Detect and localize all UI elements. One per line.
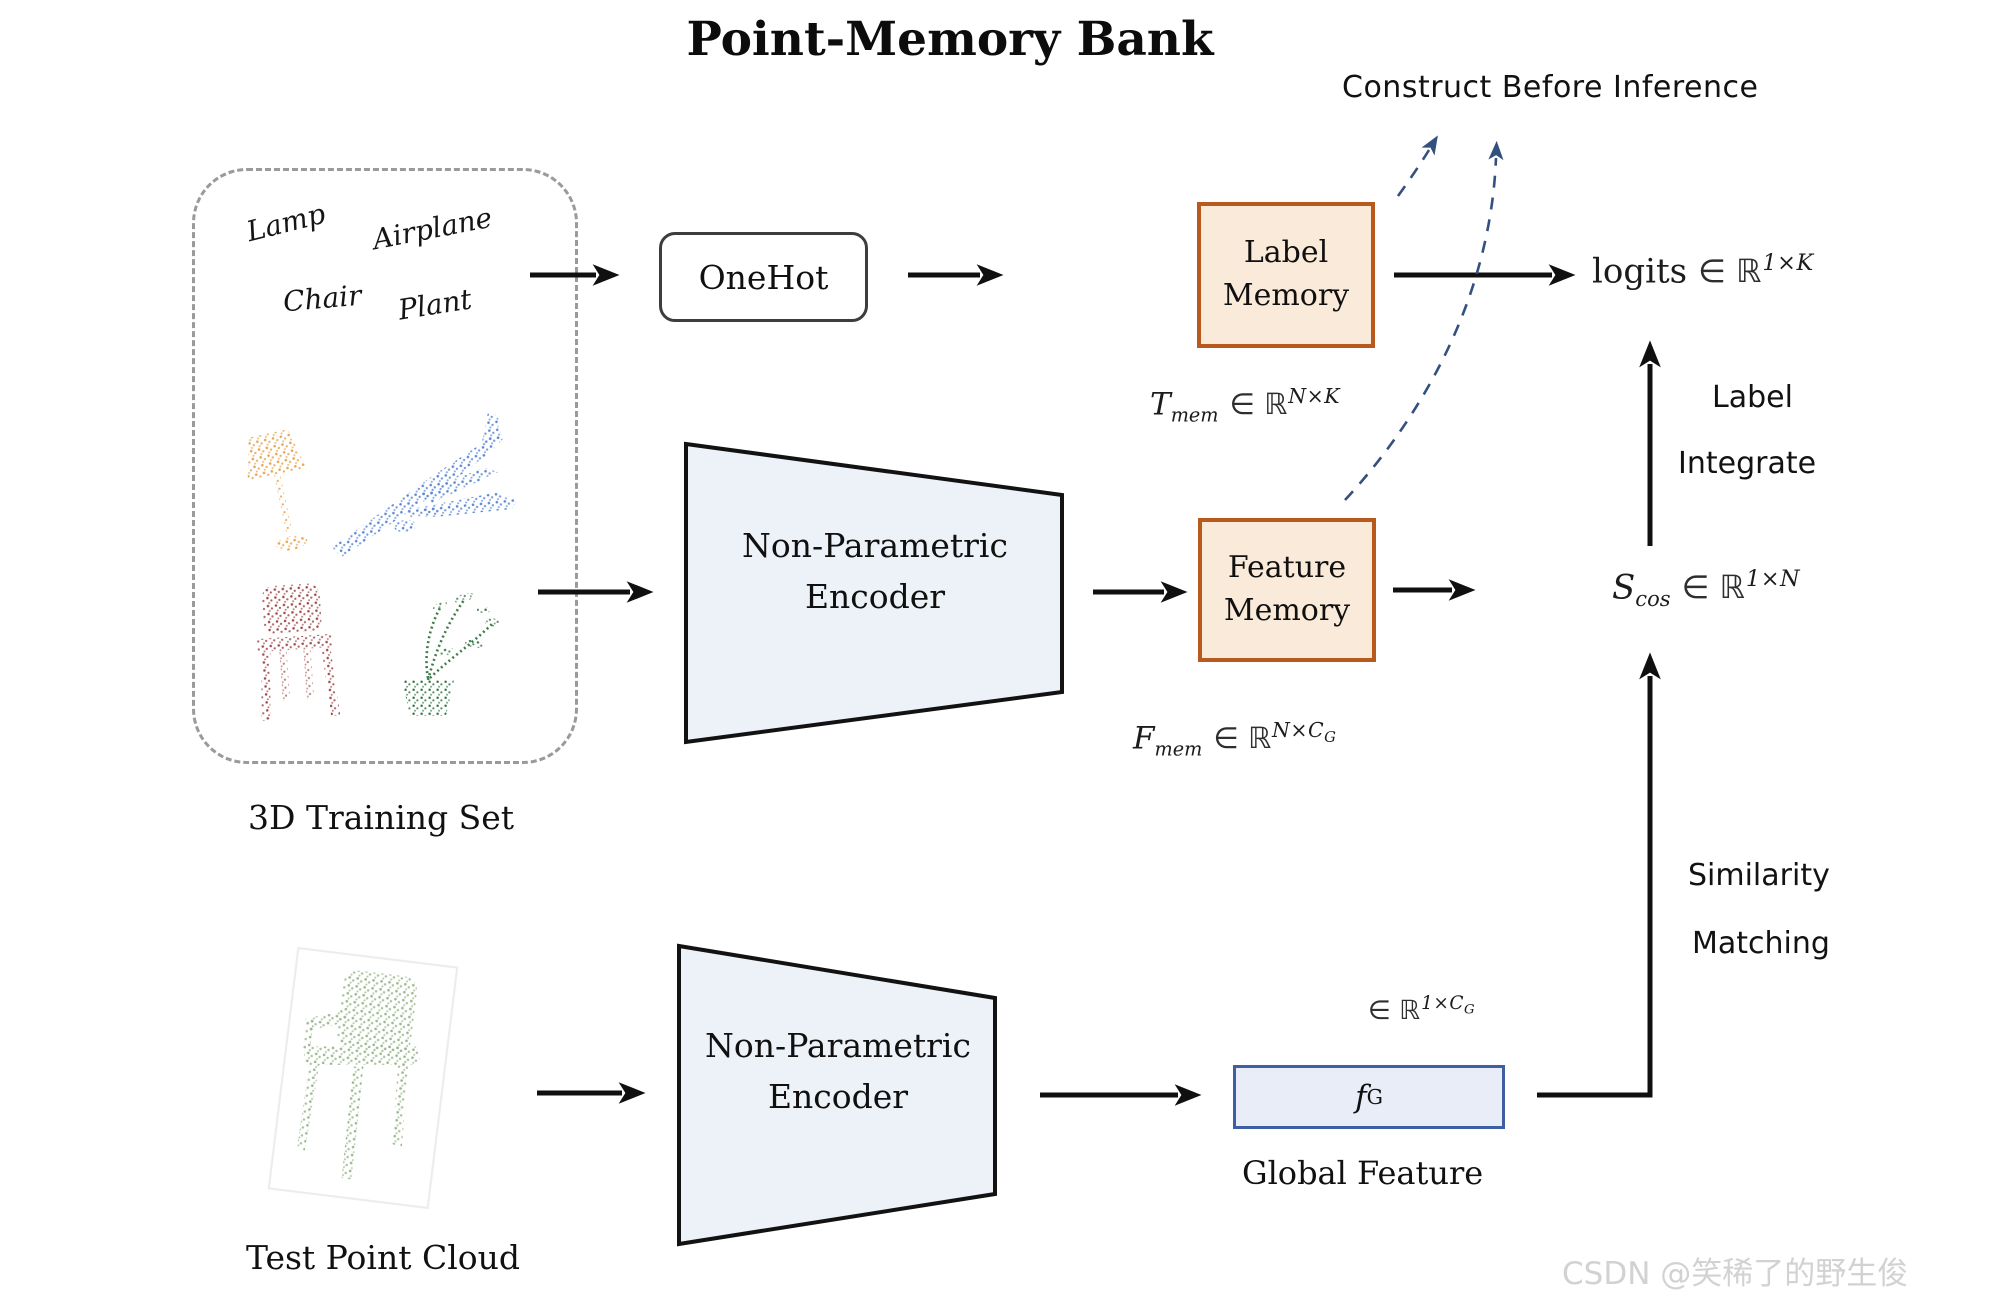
formula-sub: cos xyxy=(1635,586,1671,612)
formula-sub: mem xyxy=(1154,737,1203,761)
training-set-caption: 3D Training Set xyxy=(248,798,515,837)
logits-formula: logits ∈ ℝ1×K xyxy=(1592,250,1814,291)
formula-rel: ∈ ℝ xyxy=(1368,996,1421,1027)
global-feature-caption: Global Feature xyxy=(1242,1154,1484,1192)
formula-sup-sub: G xyxy=(1463,1002,1476,1018)
formula-rel: ∈ ℝ xyxy=(1229,387,1288,422)
plant-pointcloud xyxy=(402,592,501,716)
formula-var: S xyxy=(1612,567,1636,608)
encoder-top-line2: Encoder xyxy=(804,577,946,617)
airplane-pointcloud xyxy=(331,412,518,557)
formula-rel: ∈ ℝ xyxy=(1213,721,1272,756)
label-memory-line2: Memory xyxy=(1222,278,1350,313)
label-memory-line1: Label xyxy=(1243,235,1329,271)
encoder-bottom-line1: Non-Parametric xyxy=(705,1026,971,1065)
onehot-label: OneHot xyxy=(698,257,829,297)
encoder-bottom-label: Non-Parametric Encoder xyxy=(678,1020,998,1122)
encoder-top-line1: Non-Parametric xyxy=(742,526,1008,565)
construct-before-inference-label: Construct Before Inference xyxy=(1342,70,1759,105)
formula-var: F xyxy=(1133,720,1155,757)
formula-sup: 1×K xyxy=(1762,250,1814,276)
page-title: Point-Memory Bank xyxy=(686,12,1214,67)
feature-memory-line1: Feature xyxy=(1227,550,1347,586)
formula-rel: ∈ ℝ xyxy=(1681,568,1745,607)
formula-sup-sub: G xyxy=(1324,729,1337,747)
encoder-top-trapezoid xyxy=(684,441,1064,745)
dashed-arrow-labelmemory-to-construct xyxy=(1396,135,1438,197)
t-mem-formula: Tmem ∈ ℝN×K xyxy=(1150,384,1340,427)
formula-var: logits xyxy=(1592,251,1688,292)
onehot-box: OneHot xyxy=(659,232,868,322)
label-integrate-line1: Label xyxy=(1712,380,1793,415)
formula-sup: N×C xyxy=(1272,718,1325,742)
arrow-similarity-matching xyxy=(1537,652,1661,1098)
chair-pointcloud xyxy=(256,583,341,722)
fg-sub: G xyxy=(1366,1085,1383,1109)
lamp-pointcloud xyxy=(247,429,308,551)
formula-sup: 1×C xyxy=(1421,993,1464,1014)
s-cos-formula: Scos ∈ ℝ1×N xyxy=(1612,566,1800,611)
encoder-bottom-line2: Encoder xyxy=(767,1077,909,1117)
formula-var: T xyxy=(1150,386,1171,423)
encoder-bottom-trapezoid xyxy=(677,943,997,1247)
global-feature-dim-formula: ∈ ℝ1×CG xyxy=(1368,993,1475,1026)
test-pointcloud-card xyxy=(267,947,459,1209)
training-set-container xyxy=(192,168,578,764)
formula-sup: N×K xyxy=(1288,384,1340,408)
similarity-matching-line2: Matching xyxy=(1692,926,1830,961)
f-mem-formula: Fmem ∈ ℝN×CG xyxy=(1133,718,1336,761)
test-chair-pointcloud xyxy=(297,970,421,1180)
test-pointcloud-caption: Test Point Cloud xyxy=(246,1238,521,1277)
formula-sup: 1×N xyxy=(1745,566,1801,592)
watermark: CSDN @笑稀了的野生俊 xyxy=(1562,1256,1909,1292)
label-integrate-line2: Integrate xyxy=(1678,446,1817,481)
fg-var: f xyxy=(1355,1079,1367,1115)
formula-sub: mem xyxy=(1170,403,1219,427)
encoder-top-label: Non-Parametric Encoder xyxy=(700,520,1050,622)
label-memory-box: Label Memory xyxy=(1197,202,1375,348)
feature-memory-box: Feature Memory xyxy=(1198,518,1376,662)
feature-memory-line2: Memory xyxy=(1223,593,1351,628)
formula-rel: ∈ ℝ xyxy=(1698,252,1762,291)
similarity-matching-line1: Similarity xyxy=(1688,858,1830,893)
dashed-arrow-featurememory-to-construct xyxy=(1344,140,1504,501)
